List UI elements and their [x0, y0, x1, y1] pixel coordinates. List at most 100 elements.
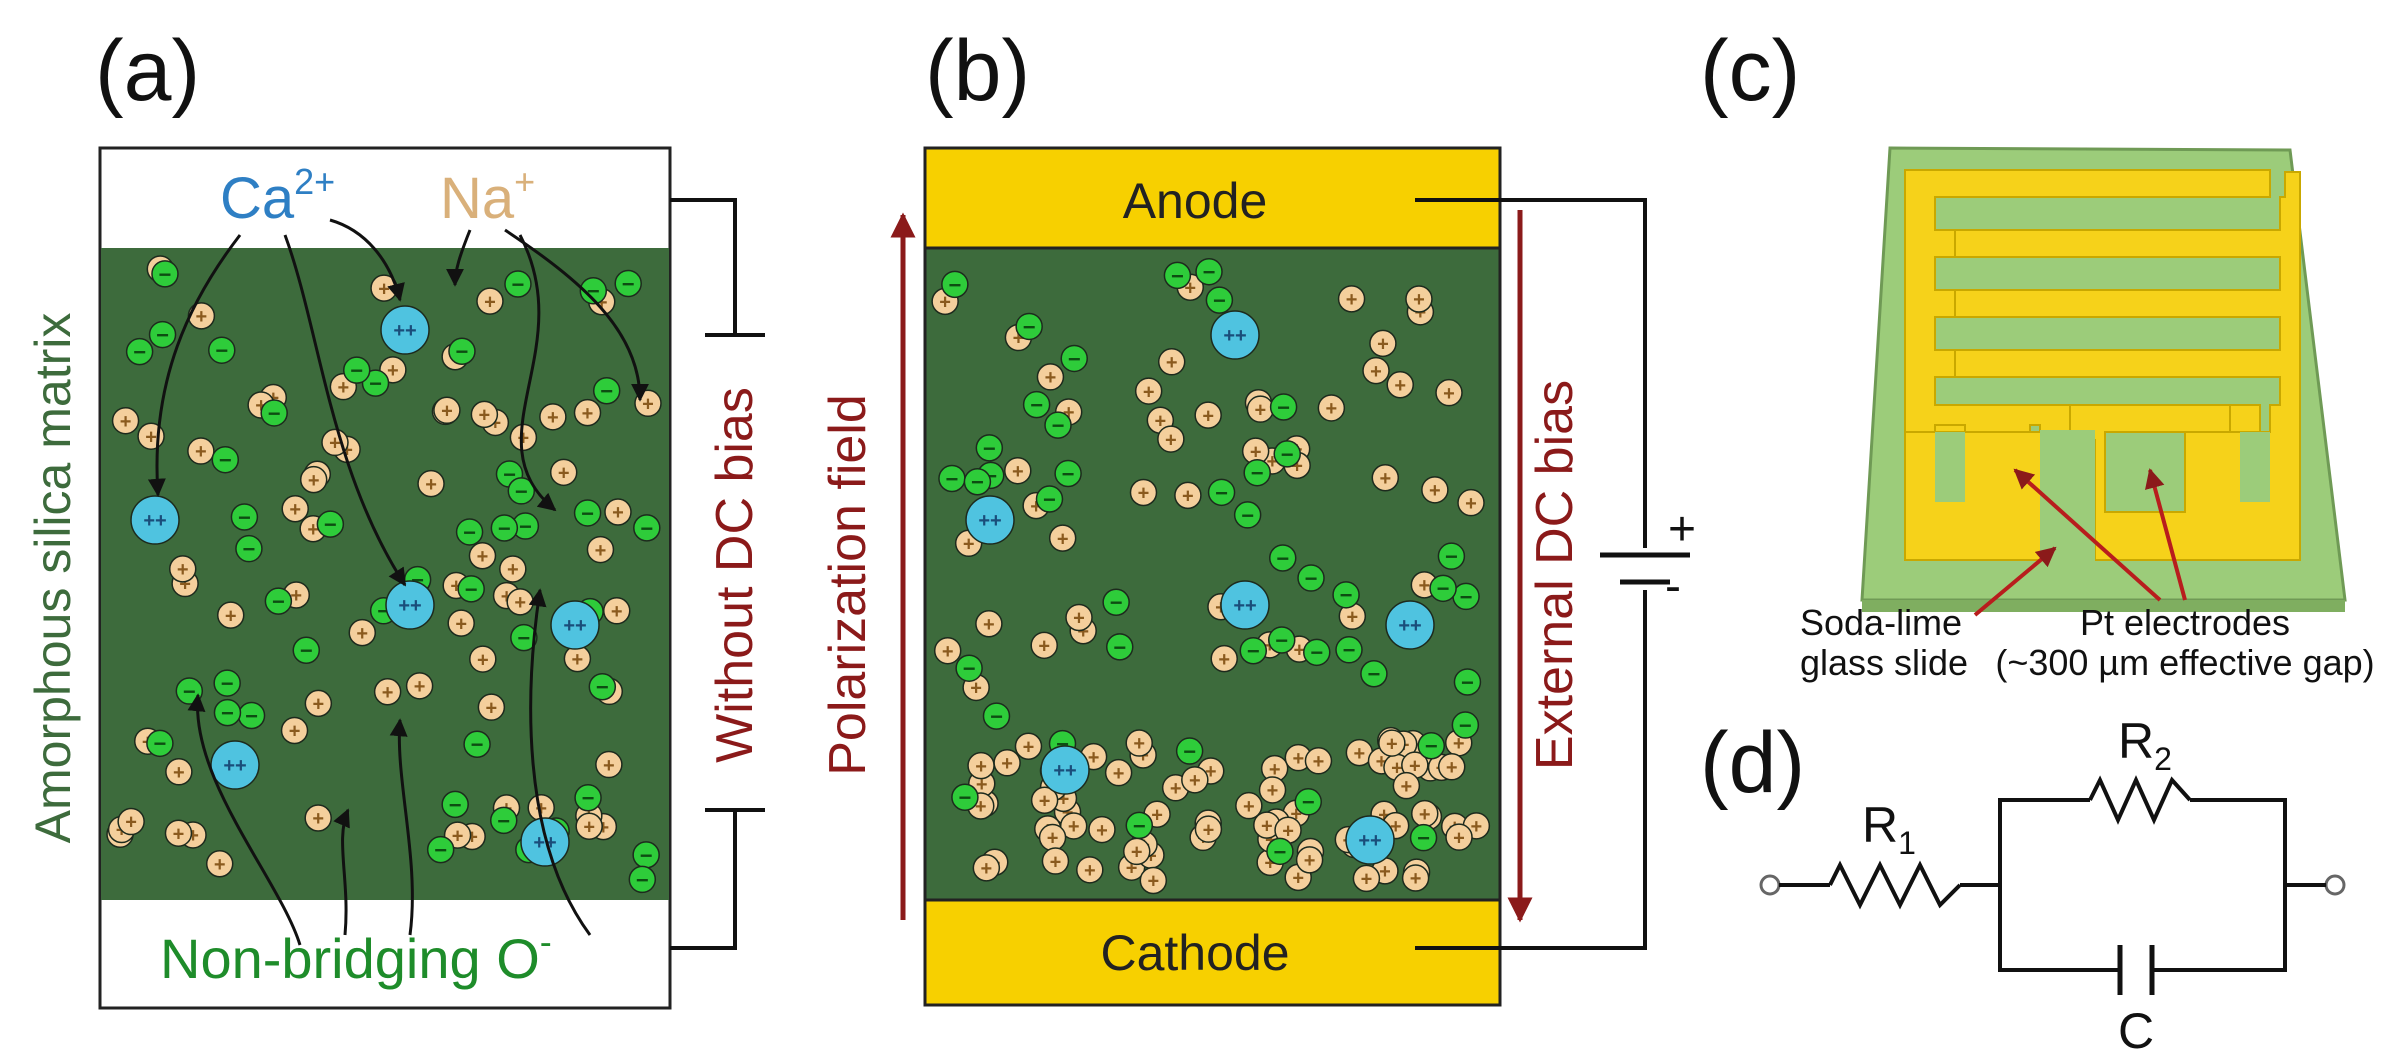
- o-ion: −: [441, 790, 469, 819]
- svg-text:+: +: [1050, 851, 1062, 873]
- o-ion: −: [628, 865, 657, 894]
- svg-text:−: −: [600, 379, 613, 404]
- svg-text:+: +: [535, 798, 547, 820]
- svg-text:+: +: [1038, 636, 1050, 658]
- na-ion: +: [1435, 378, 1463, 407]
- svg-text:+: +: [1269, 759, 1281, 781]
- svg-text:+: +: [1379, 861, 1391, 883]
- svg-text:+: +: [214, 854, 226, 876]
- na-ion: +: [1030, 786, 1059, 815]
- svg-text:−: −: [456, 339, 469, 364]
- svg-text:+: +: [983, 614, 995, 636]
- svg-text:+: +: [1013, 328, 1025, 350]
- na-ion: +: [168, 555, 197, 583]
- svg-text:−: −: [268, 401, 281, 426]
- svg-text:+: +: [1170, 778, 1182, 800]
- svg-text:−: −: [1425, 734, 1438, 759]
- svg-text:+: +: [1203, 819, 1215, 841]
- svg-text:−: −: [221, 701, 234, 726]
- na-ion: +: [165, 758, 193, 786]
- glass-label-line2: glass slide: [1800, 642, 1968, 683]
- panel-a-ca-label: Ca2+: [220, 161, 335, 231]
- o-ion: −: [1294, 788, 1323, 816]
- svg-text:+: +: [1012, 461, 1024, 483]
- svg-text:+: +: [501, 586, 513, 608]
- svg-text:+: +: [177, 559, 189, 581]
- ion-pointer-arrow: [446, 229, 472, 287]
- svg-text:+: +: [455, 613, 467, 635]
- panel-d: (d) R1 R2 C: [1700, 713, 2346, 1059]
- svg-text:−: −: [465, 577, 478, 602]
- svg-text:−: −: [156, 322, 169, 347]
- svg-text:+: +: [1189, 770, 1201, 792]
- svg-text:+: +: [970, 678, 982, 700]
- na-ion: +: [1088, 815, 1116, 844]
- svg-text:−: −: [963, 656, 976, 681]
- o-ion: −: [455, 518, 484, 546]
- svg-text:−: −: [1277, 395, 1290, 420]
- svg-text:+: +: [1361, 869, 1373, 891]
- o-ion: −: [208, 336, 236, 364]
- svg-text:+: +: [1096, 820, 1108, 842]
- svg-text:+: +: [1047, 828, 1059, 850]
- svg-text:−: −: [1275, 628, 1288, 653]
- na-ion: +: [405, 672, 434, 700]
- ion-pointer-arrow: [528, 588, 592, 936]
- svg-text:+: +: [1143, 381, 1155, 403]
- svg-text:−: −: [517, 626, 530, 651]
- svg-text:+: +: [225, 605, 237, 627]
- na-ion: +: [417, 469, 445, 498]
- panel-c: (c) Soda-lime glass slide Pt electrodes …: [1700, 23, 2375, 683]
- o-ion: −: [1332, 581, 1360, 609]
- na-ion: +: [993, 749, 1021, 777]
- ca-ion: ++: [210, 740, 260, 790]
- svg-text:+: +: [558, 463, 570, 485]
- svg-text:−: −: [272, 589, 285, 614]
- svg-text:−: −: [1203, 260, 1216, 285]
- svg-text:−: −: [242, 537, 255, 562]
- svg-text:+: +: [612, 502, 624, 524]
- na-ion: +: [972, 854, 1001, 882]
- svg-text:+: +: [196, 306, 208, 328]
- svg-text:+: +: [1453, 733, 1465, 755]
- svg-text:+: +: [1058, 789, 1070, 811]
- svg-text:+: +: [1471, 816, 1483, 838]
- svg-text:+: +: [312, 808, 324, 830]
- o-ion: −: [592, 376, 621, 405]
- svg-text:−: −: [1305, 566, 1318, 591]
- na-ion: +: [187, 437, 215, 465]
- na-ion: +: [1317, 394, 1346, 422]
- svg-text:+: +: [255, 395, 267, 417]
- svg-text:+: +: [981, 858, 993, 880]
- svg-text:−: −: [1171, 263, 1184, 288]
- na-ion: +: [280, 716, 309, 745]
- svg-text:+: +: [1063, 402, 1075, 424]
- panel-a-ion-arrows: [147, 218, 649, 946]
- svg-text:−: −: [215, 338, 228, 363]
- svg-text:+: +: [173, 823, 185, 845]
- terminal-left: [1759, 874, 1781, 896]
- svg-text:+: +: [1023, 736, 1035, 758]
- r2-label: R2: [2118, 713, 2172, 777]
- na-ion: +: [975, 610, 1003, 638]
- svg-text:−: −: [990, 704, 1003, 729]
- o-ion: −: [213, 669, 241, 697]
- na-ion: +: [1125, 729, 1153, 757]
- na-ion: +: [281, 494, 309, 523]
- na-ion: +: [1337, 285, 1366, 313]
- svg-text:+: +: [598, 817, 610, 839]
- svg-text:++: ++: [1053, 760, 1076, 782]
- svg-text:+: +: [1370, 361, 1382, 383]
- svg-text:+: +: [450, 576, 462, 598]
- svg-text:+: +: [1313, 751, 1325, 773]
- ion-pointer-arrow: [283, 234, 407, 587]
- o-ion: −: [448, 337, 476, 366]
- o-ion: −: [507, 477, 536, 505]
- o-ion: −: [489, 806, 518, 835]
- svg-text:+: +: [378, 278, 390, 300]
- svg-text:−: −: [948, 272, 961, 297]
- na-ion: +: [1362, 356, 1390, 385]
- panel-a-na-label: Na+: [440, 161, 535, 231]
- na-ion: +: [299, 465, 328, 494]
